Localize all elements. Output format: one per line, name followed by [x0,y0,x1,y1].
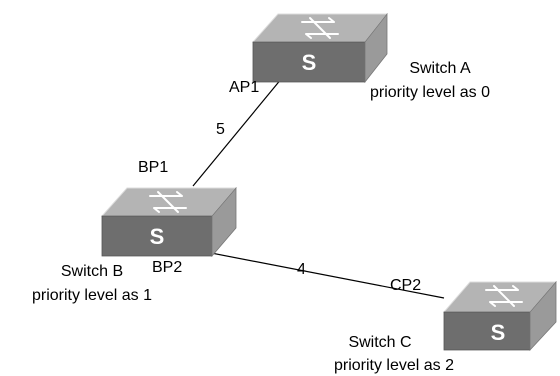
switch-a-priority: priority level as 0 [370,84,490,101]
port-label-ap1: AP1 [229,79,259,96]
switch-c-side [529,280,557,352]
switch-a-badge: S [302,50,317,75]
switch-a-side [364,12,388,84]
port-label-bp1: BP1 [138,159,168,176]
switch-c-arrows-icon [485,285,523,307]
port-label-cp2: CP2 [390,277,421,294]
switch-c-badge: S [491,320,506,345]
switch-b-priority: priority level as 1 [32,287,152,304]
link-b-c [205,251,445,299]
link-cost-a-b: 5 [216,121,225,138]
switch-c: S [442,280,558,352]
switch-b-name: Switch B [61,263,123,280]
switch-b-arrows-icon [149,191,187,213]
link-cost-b-c: 4 [297,261,306,278]
switch-b-badge: S [150,224,165,249]
switch-c-priority: priority level as 2 [334,357,454,374]
switch-c-front [443,311,531,351]
switch-b: S [100,186,238,258]
switch-a-arrows-icon [301,17,339,39]
link-a-b [192,77,283,187]
switch-a-name: Switch A [409,60,471,77]
switch-c-name: Switch C [348,334,411,351]
port-label-bp2: BP2 [152,259,182,276]
switch-b-side [211,186,237,258]
switch-a: S [251,12,389,84]
